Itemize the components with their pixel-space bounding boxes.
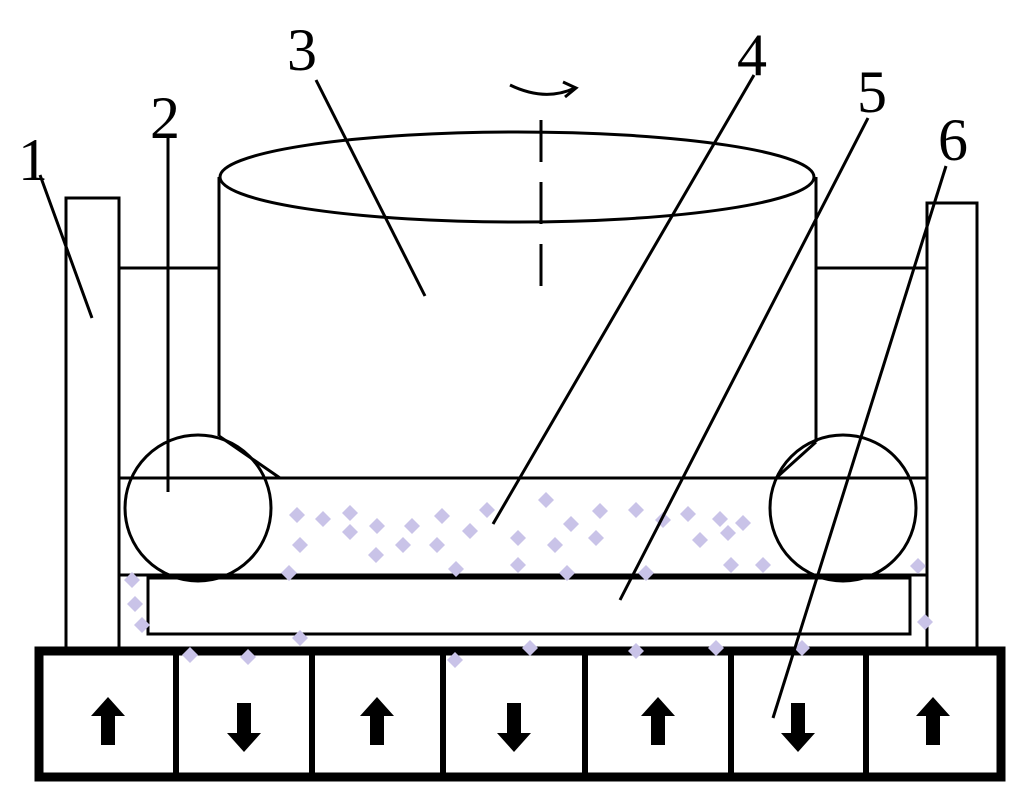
particle: [240, 649, 256, 665]
rotation-arrow-icon: [509, 83, 576, 96]
arrow-down-icon: [227, 703, 261, 752]
particle: [510, 557, 526, 573]
particle: [448, 561, 464, 577]
particle: [429, 537, 445, 553]
leader-line-3: [314, 79, 427, 297]
particle: [127, 596, 143, 612]
particle: [292, 630, 308, 646]
particle: [720, 525, 736, 541]
particle: [680, 506, 696, 522]
particle: [755, 557, 771, 573]
particle: [692, 532, 708, 548]
label-6: 6: [938, 107, 968, 173]
particle: [479, 502, 495, 518]
plate: [146, 576, 912, 636]
right-roller: [768, 433, 918, 583]
particle: [538, 492, 554, 508]
particle: [462, 523, 478, 539]
arrow-down-icon: [781, 703, 815, 752]
particle: [281, 565, 297, 581]
particle: [124, 572, 140, 588]
particle: [434, 508, 450, 524]
rotation-arrowhead: [562, 80, 579, 99]
particle: [910, 558, 926, 574]
particle: [794, 640, 810, 656]
particle: [592, 503, 608, 519]
particle: [638, 565, 654, 581]
arrow-up-icon: [360, 697, 394, 745]
label-3: 3: [287, 17, 317, 83]
particle: [134, 617, 150, 633]
cylinder-top: [218, 130, 816, 224]
label-5: 5: [857, 59, 887, 125]
arrow-up-icon: [641, 697, 675, 745]
arrow-up-icon: [91, 697, 125, 745]
label-1: 1: [18, 127, 48, 193]
leader-line-6: [771, 165, 948, 719]
particle: [342, 505, 358, 521]
particle: [368, 547, 384, 563]
particle: [708, 640, 724, 656]
particle: [510, 530, 526, 546]
label-2: 2: [150, 85, 180, 151]
particle: [712, 511, 728, 527]
leader-line-5: [618, 117, 870, 601]
particle: [917, 614, 933, 630]
magnet-base: [34, 646, 1006, 782]
particle: [628, 502, 644, 518]
particle: [735, 515, 751, 531]
right-side-wall: [925, 201, 979, 652]
particle: [547, 537, 563, 553]
particle: [342, 524, 358, 540]
particle: [522, 640, 538, 656]
arrow-down-icon: [497, 703, 531, 752]
particle: [315, 511, 331, 527]
particle: [723, 557, 739, 573]
particle: [182, 647, 198, 663]
particle: [289, 507, 305, 523]
particles: [124, 492, 933, 668]
leader-line-4: [491, 74, 756, 525]
particle: [447, 652, 463, 668]
particle: [628, 643, 644, 659]
particle: [559, 565, 575, 581]
leader-line-1: [38, 174, 94, 319]
left-roller: [123, 433, 273, 583]
label-4: 4: [737, 22, 767, 88]
particle: [292, 537, 308, 553]
particle: [588, 530, 604, 546]
particle: [369, 518, 385, 534]
arrow-up-icon: [916, 697, 950, 745]
particle: [404, 518, 420, 534]
cylinder-bottom-right: [774, 440, 818, 480]
particle: [395, 537, 411, 553]
particle: [563, 516, 579, 532]
